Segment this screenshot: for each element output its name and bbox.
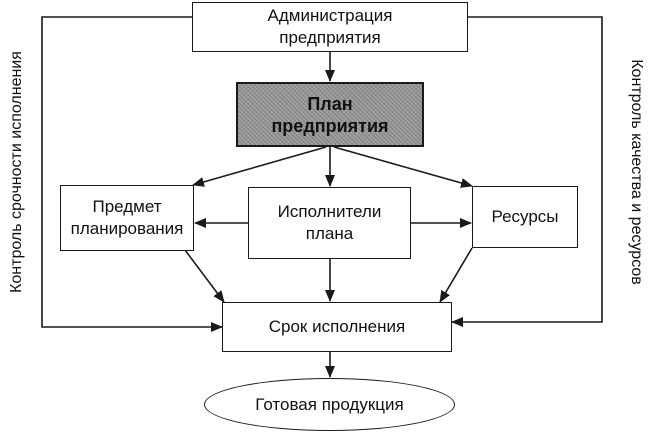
- arrow-plan-to-resources: [333, 146, 473, 188]
- node-deadline-label: Срок исполнения: [268, 317, 406, 336]
- arrow-subject-to-deadline: [184, 249, 225, 303]
- left-control-loop: [41, 16, 223, 332]
- node-subject-label: Предмет планирования: [70, 197, 184, 238]
- node-deadline: Срок исполнения: [222, 302, 452, 352]
- node-executors-label: Исполнители плана: [277, 202, 382, 243]
- right-side-label: Контроль качества и ресурсов: [627, 59, 645, 285]
- node-resources-label: Ресурсы: [491, 207, 559, 226]
- left-side-label: Контроль срочности исполнения: [7, 51, 25, 293]
- right-control-loop: [451, 16, 603, 327]
- arrow-plan-to-subject: [192, 146, 327, 187]
- node-subject: Предмет планирования: [60, 185, 194, 251]
- node-administration-label: Администрация предприятия: [267, 6, 393, 47]
- arrow-resources-to-deadline: [439, 247, 473, 303]
- node-product-label: Готовая продукция: [255, 394, 404, 414]
- node-plan-label: План предприятия: [271, 93, 389, 136]
- node-resources: Ресурсы: [472, 186, 578, 248]
- node-plan: План предприятия: [236, 82, 424, 147]
- node-product: Готовая продукция: [204, 378, 455, 431]
- node-executors: Исполнители плана: [248, 187, 411, 259]
- node-administration: Администрация предприятия: [192, 2, 468, 52]
